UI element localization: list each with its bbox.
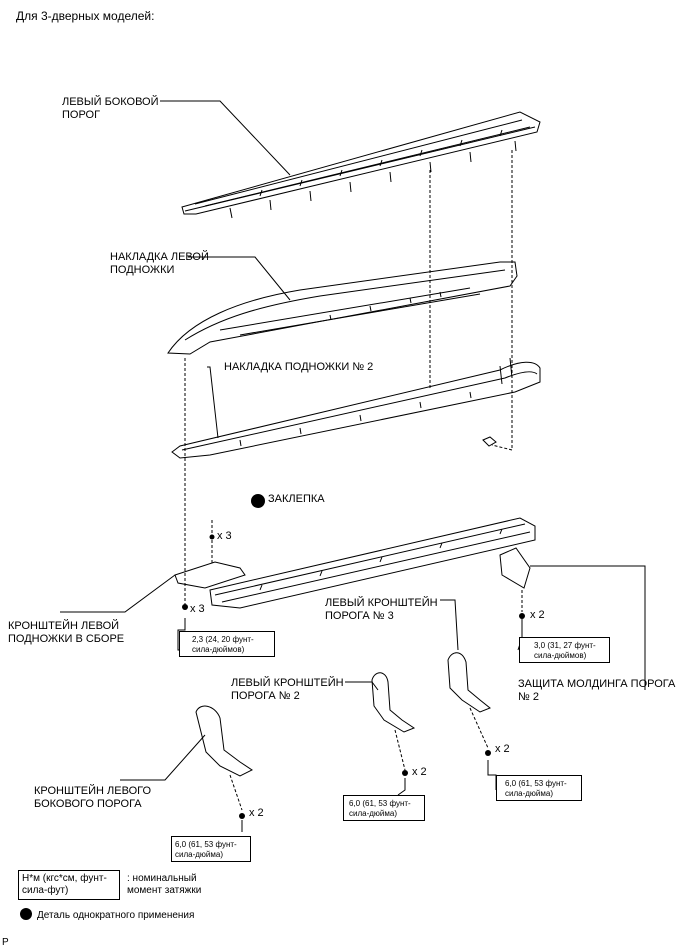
label-side-sill-bracket: КРОНШТЕЙН ЛЕВОГО БОКОВОГО ПОРОГА: [34, 785, 152, 810]
label-sill-bracket-2: ЛЕВЫЙ КРОНШТЕЙН ПОРОГА № 2: [231, 677, 344, 702]
label-sill-bracket-3: ЛЕВЫЙ КРОНШТЕЙН ПОРОГА № 3: [325, 597, 438, 622]
qty-side-bracket-bolt: x 2: [249, 807, 264, 819]
step-bracket-part: [174, 517, 536, 609]
label-moulding-guard: ЗАЩИТА МОЛДИНГА ПОРОГА № 2: [518, 678, 676, 703]
torque-box-guard: 3,0 (31, 27 фунт- сила-дюймов): [519, 637, 610, 663]
footer-code: P: [2, 937, 9, 948]
torque-box-bracket2: 6,0 (61, 53 фунт- сила-дюйма): [343, 795, 425, 821]
fasteners: [182, 534, 525, 819]
step-cover-part: [167, 261, 518, 355]
legend-torque-desc: : номинальный момент затяжки: [127, 873, 202, 896]
label-side-sill: ЛЕВЫЙ БОКОВОЙ ПОРОГ: [62, 96, 159, 121]
moulding-guard-part: [499, 547, 531, 589]
label-step-bracket: КРОНШТЕЙН ЛЕВОЙ ПОДНОЖКИ В СБОРЕ: [8, 620, 125, 645]
qty-bracket2-bolt: x 2: [412, 766, 427, 778]
side-sill-part: [181, 111, 541, 219]
qty-guard-bolt: x 2: [530, 609, 545, 621]
step-cover-2-part: [171, 357, 541, 459]
side-sill-bracket-part: [195, 705, 253, 777]
qty-rivet: x 3: [217, 530, 232, 542]
qty-bracket3-bolt: x 2: [495, 743, 510, 755]
label-rivet: ЗАКЛЕПКА: [268, 493, 325, 505]
alignment-lines: [184, 150, 523, 811]
label-step-cover-2: НАКЛАДКА ПОДНОЖКИ № 2: [224, 361, 374, 373]
legend-single-use: Деталь однократного применения: [37, 910, 195, 921]
leader-lines: [60, 100, 646, 832]
torque-box-bracket3: 6,0 (61, 53 фунт- сила-дюйма): [496, 775, 582, 801]
sill-bracket-2-part: [371, 672, 416, 733]
legend-single-use-icon: [20, 908, 32, 920]
clip-part: [482, 436, 497, 447]
single-use-icon: [251, 494, 265, 508]
torque-box-step-bracket: 2,3 (24, 20 фунт- сила-дюймов): [179, 631, 275, 657]
legend-torque-box: Н*м (кгс*см, фунт- сила-фут): [18, 870, 120, 900]
qty-step-bracket-bolt: x 3: [190, 603, 205, 615]
torque-box-side-bracket: 6,0 (61, 53 фунт- сила-дюйма): [171, 836, 251, 862]
label-step-cover: НАКЛАДКА ЛЕВОЙ ПОДНОЖКИ: [110, 251, 209, 276]
page-header: Для 3-дверных моделей:: [16, 9, 155, 23]
sill-bracket-3-part: [447, 652, 491, 713]
